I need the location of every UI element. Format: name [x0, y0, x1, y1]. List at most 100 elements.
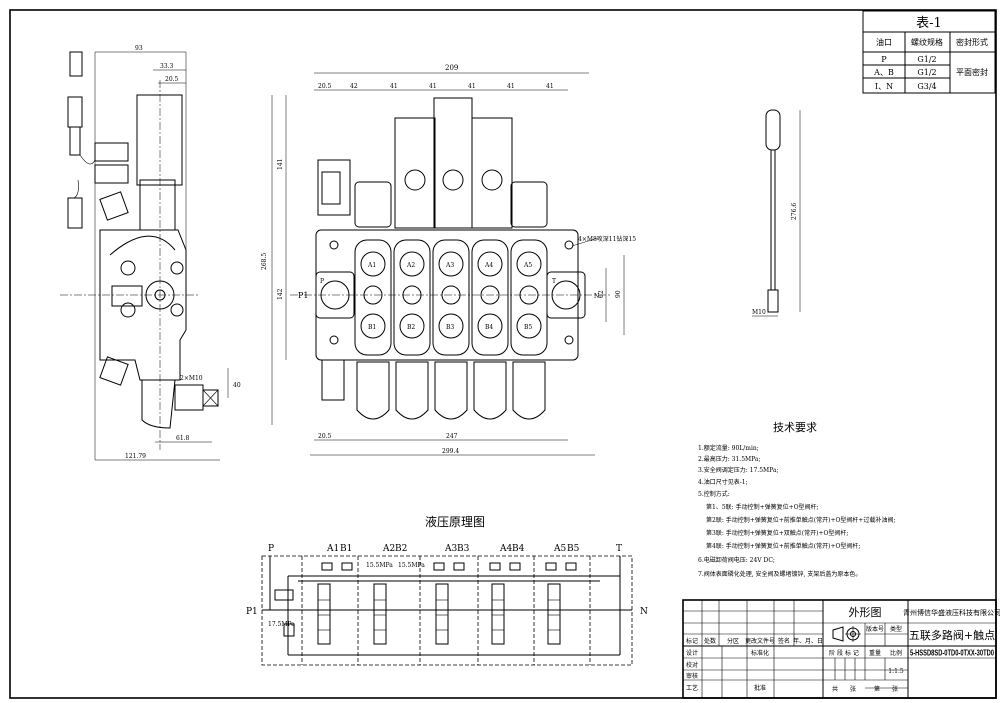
schematic-port-n: N [640, 607, 648, 617]
sheet-number: 第 张 [874, 685, 898, 693]
schematic-port: A4 [499, 544, 512, 554]
port-label: A1 [367, 262, 376, 269]
unloading-solenoid [317, 159, 351, 216]
dim-42: 42 [350, 83, 358, 90]
tech-item: 4.油口尺寸见表-1; [698, 478, 748, 486]
port-table-cell: I、N [875, 82, 893, 91]
port-table-title: 表-1 [916, 16, 942, 31]
schematic-port: A5 [553, 544, 566, 554]
type-label: 类型 [890, 625, 902, 633]
lever-knob [765, 109, 781, 151]
overload-setting-a2: 15.5MPa [366, 562, 393, 569]
version-label: 版本号 [866, 625, 884, 633]
tech-item: 第3联: 手动控制+弹簧复位+双触点(常开)+O型阀杆; [706, 529, 848, 537]
dim-41: 41 [468, 83, 476, 90]
dim-121-79: 121.79 [125, 453, 146, 460]
front-view: 209 20.5 42 41 41 41 41 41 268.5 141 142… [261, 64, 636, 456]
solenoid [94, 142, 129, 162]
dim-20-5-top: 20.5 [318, 83, 332, 90]
contact-switch-housing [136, 94, 183, 186]
label-p1: P1 [298, 291, 308, 300]
stage-label: 阶 段 标 记 [829, 649, 859, 657]
valve-section-4: A4 B4 [471, 239, 509, 420]
schematic-port: B5 [567, 544, 580, 554]
role-label: 审核 [686, 672, 698, 680]
handle-boot [141, 379, 176, 429]
tech-item: 7.阀体表面磷化处理, 安全阀及螺堵镀锌, 支架后盖为原本色。 [698, 570, 861, 578]
dim-268-5: 268.5 [261, 253, 268, 270]
schematic-port: A3 [444, 544, 457, 554]
contact-switch-3 [433, 97, 473, 229]
valve-section-5: A5 B5 [510, 181, 548, 420]
relief-valve-symbol [283, 623, 295, 637]
revision-label: 分区 [727, 637, 739, 645]
dim-thread-2xm10: 2×M10 [180, 375, 203, 382]
port-label: B4 [485, 324, 493, 331]
overload-setting-b2: 15.5MPa [398, 562, 425, 569]
side-view: 93 33.3 20.5 2×M10 40 61.8 [60, 45, 241, 461]
tech-requirements-title: 技术要求 [773, 421, 817, 434]
revision-label: 更改文件号 [745, 637, 775, 645]
company-name: 青州博信华盛液压科技有限公司 [903, 608, 1000, 617]
dim-41: 41 [429, 83, 437, 90]
port-table-header: 螺纹规格 [911, 37, 943, 47]
drawing-type: 外形图 [849, 606, 882, 619]
dim-90: 90 [615, 290, 622, 298]
dim-93: 93 [135, 45, 143, 52]
port-label: A5 [523, 262, 532, 269]
dim-41: 41 [507, 83, 515, 90]
tech-item: 第4联: 手动控制+弹簧复位+前推单触点(常开)+O型阀杆; [706, 542, 860, 550]
relief-setting: 17.5MPa [268, 621, 295, 628]
dim-20-5: 20.5 [165, 76, 179, 83]
dim-41: 41 [390, 83, 398, 90]
hydraulic-schematic: 液压原理图 P A1 B1 A2 B2 A3 B3 A4 B4 A5 B5 T … [246, 514, 648, 666]
dim-40: 40 [233, 382, 241, 389]
port-table-cell: A、B [873, 68, 894, 77]
dim-33-3: 33.3 [160, 63, 174, 70]
valve-section-3: A3 B3 [432, 239, 470, 420]
port-label: B5 [524, 324, 532, 331]
valve-section-2: A2 B2 [393, 239, 431, 420]
port-table-header: 密封形式 [956, 37, 988, 47]
connector-icon [69, 51, 83, 77]
dim-41: 41 [546, 83, 554, 90]
part-number: 5-HSSD8SD-0TD0-0TXX-30TD0 [910, 649, 994, 658]
projection-symbol-icon [832, 626, 861, 642]
contact-switch-2 [394, 117, 436, 229]
schematic-port: A2 [382, 544, 395, 554]
sheets-total: 共 张 [832, 685, 856, 693]
dim-209: 209 [445, 64, 458, 72]
unloading-valve-symbol [274, 589, 294, 601]
drawing-frame [9, 9, 997, 699]
port-table: 表-1 油口 螺纹规格 密封形式 P G1/2 A、B G1/2 I、N G3/… [862, 10, 996, 94]
lever-thread: M10 [752, 309, 766, 316]
revision-label: 签名 [778, 637, 790, 645]
tech-requirements: 技术要求 1.额定流量: 90L/min; 2.最高压力: 31.5MPa; 3… [698, 421, 895, 578]
label-t: T [552, 278, 556, 285]
port-table-cell: G1/2 [917, 55, 936, 64]
dim-141: 141 [277, 159, 284, 170]
tech-item: 6.电磁卸荷阀电压: 24V DC; [698, 556, 775, 564]
relief-valve [321, 359, 345, 401]
revision-label: 标记 [686, 637, 698, 645]
port-label: B1 [368, 324, 376, 331]
tech-item: 3.安全阀调定压力: 17.5MPa; [698, 466, 779, 474]
title-block: 外形图 青州博信华盛液压科技有限公司 五联多路阀+触点 5-HSSD8SD-0T… [682, 599, 1000, 699]
port-label: A2 [406, 262, 415, 269]
schematic-title: 液压原理图 [425, 514, 485, 529]
connector-icon [67, 197, 83, 229]
schematic-port: B4 [512, 544, 525, 554]
scale-label: 比例 [890, 649, 902, 657]
dim-61-8: 61.8 [176, 435, 190, 442]
dim-142: 142 [277, 288, 284, 300]
dim-20-5-bottom: 20.5 [318, 433, 332, 440]
dim-lever-length: 276.6 [791, 203, 798, 220]
schematic-port: T [616, 544, 622, 554]
connector-icon [67, 96, 83, 128]
port-label: B3 [446, 324, 454, 331]
dim-299-4: 299.4 [442, 448, 459, 455]
role-label: 工艺 [686, 684, 698, 692]
tech-item: 第2联: 手动控制+弹簧复位+前推单触点(常开)+O型阀杆+过载补油阀; [706, 516, 895, 524]
valve-body-side [99, 229, 187, 381]
